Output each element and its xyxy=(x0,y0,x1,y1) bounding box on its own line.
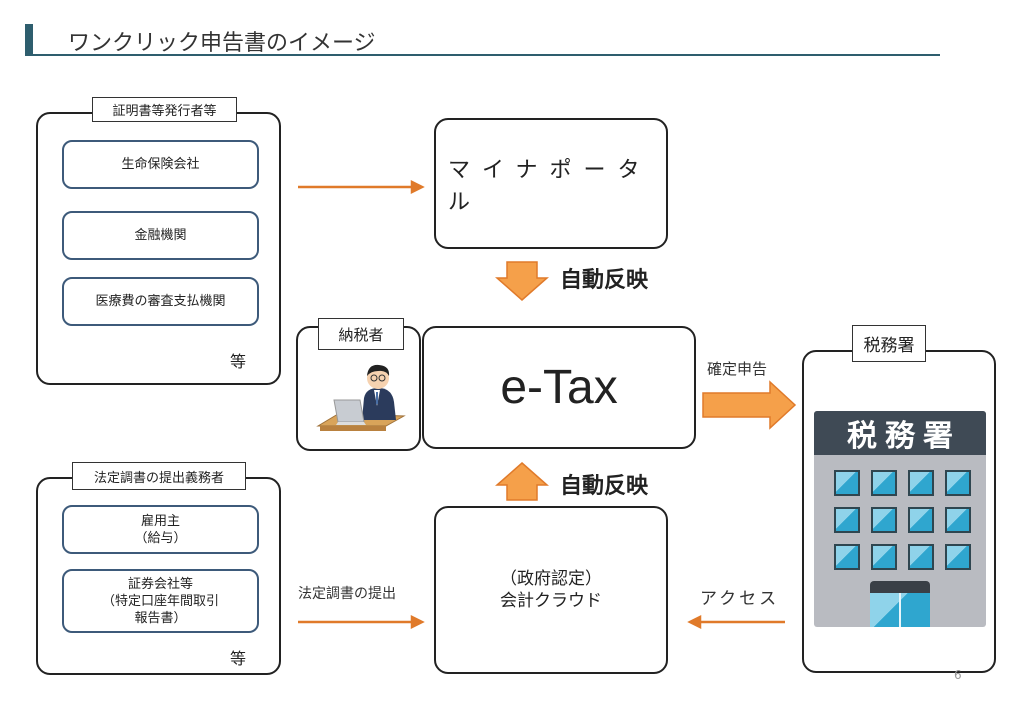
title-accent-bar xyxy=(25,24,33,55)
mynaportal-text: マイナポータル xyxy=(448,157,652,215)
title-underline xyxy=(25,54,940,56)
building-sign-text: 税務署 xyxy=(847,419,961,454)
taxpayer-illustration xyxy=(316,364,406,431)
item-line: （給与） xyxy=(134,530,187,546)
window-icon xyxy=(945,507,971,533)
window-icon xyxy=(871,544,897,570)
tax-office-building: 税務署 xyxy=(814,411,986,627)
mynaportal-box: マイナポータル xyxy=(434,118,668,249)
building-sign: 税務署 xyxy=(814,411,986,455)
auto-reflect-top: 自動反映 xyxy=(560,268,649,293)
item-line: 証券会社等 xyxy=(127,576,193,592)
arrow-access xyxy=(687,614,785,630)
access-label: アクセス xyxy=(700,589,780,609)
etax-text: e-Tax xyxy=(500,361,618,414)
statutory-item: 証券会社等 （特定口座年間取引 報告書） xyxy=(62,569,259,633)
accounting-cloud-box: （政府認定） 会計クラウド xyxy=(434,506,668,674)
submission-label: 法定調書の提出 xyxy=(298,586,396,602)
auto-reflect-bottom: 自動反映 xyxy=(560,474,649,499)
window-icon xyxy=(945,544,971,570)
building-door xyxy=(870,581,930,627)
window-icon xyxy=(871,470,897,496)
page-title: ワンクリック申告書のイメージ xyxy=(68,31,376,56)
window-icon xyxy=(834,507,860,533)
arrow-right-big-icon xyxy=(702,380,797,430)
window-icon xyxy=(908,470,934,496)
issuer-item: 医療費の審査支払機関 xyxy=(62,277,259,326)
arrow-down-icon xyxy=(495,261,549,301)
tax-office-label: 税務署 xyxy=(852,325,926,362)
tax-office-box: 税務署 xyxy=(802,350,996,673)
door-divider xyxy=(899,593,901,627)
filing-label: 確定申告 xyxy=(707,360,768,378)
page-number: 6 xyxy=(954,668,962,682)
issuers-etc: 等 xyxy=(230,352,247,371)
item-line: 雇用主 xyxy=(140,513,180,529)
issuers-group: 生命保険会社 金融機関 医療費の審査支払機関 等 xyxy=(36,112,281,385)
issuer-item: 生命保険会社 xyxy=(62,140,259,189)
arrow-issuers-to-mynaportal xyxy=(298,179,425,195)
arrow-up-icon xyxy=(495,462,549,501)
window-icon xyxy=(834,470,860,496)
statutory-label: 法定調書の提出義務者 xyxy=(72,462,246,490)
item-line: 報告書） xyxy=(134,610,187,626)
issuers-label: 証明書等発行者等 xyxy=(92,97,237,122)
issuer-item: 金融機関 xyxy=(62,211,259,260)
statutory-item: 雇用主 （給与） xyxy=(62,505,259,554)
window-icon xyxy=(871,507,897,533)
cloud-line2: 会計クラウド xyxy=(500,591,602,611)
window-icon xyxy=(908,544,934,570)
window-icon xyxy=(945,470,971,496)
window-icon xyxy=(834,544,860,570)
item-line: （特定口座年間取引 xyxy=(101,593,219,609)
statutory-etc: 等 xyxy=(230,649,247,668)
cloud-line1: （政府認定） xyxy=(500,569,602,589)
etax-box: e-Tax xyxy=(422,326,696,449)
window-icon xyxy=(908,507,934,533)
statutory-group: 雇用主 （給与） 証券会社等 （特定口座年間取引 報告書） 等 xyxy=(36,477,281,675)
arrow-statutory-to-cloud xyxy=(298,614,425,630)
taxpayer-label: 納税者 xyxy=(318,318,404,350)
